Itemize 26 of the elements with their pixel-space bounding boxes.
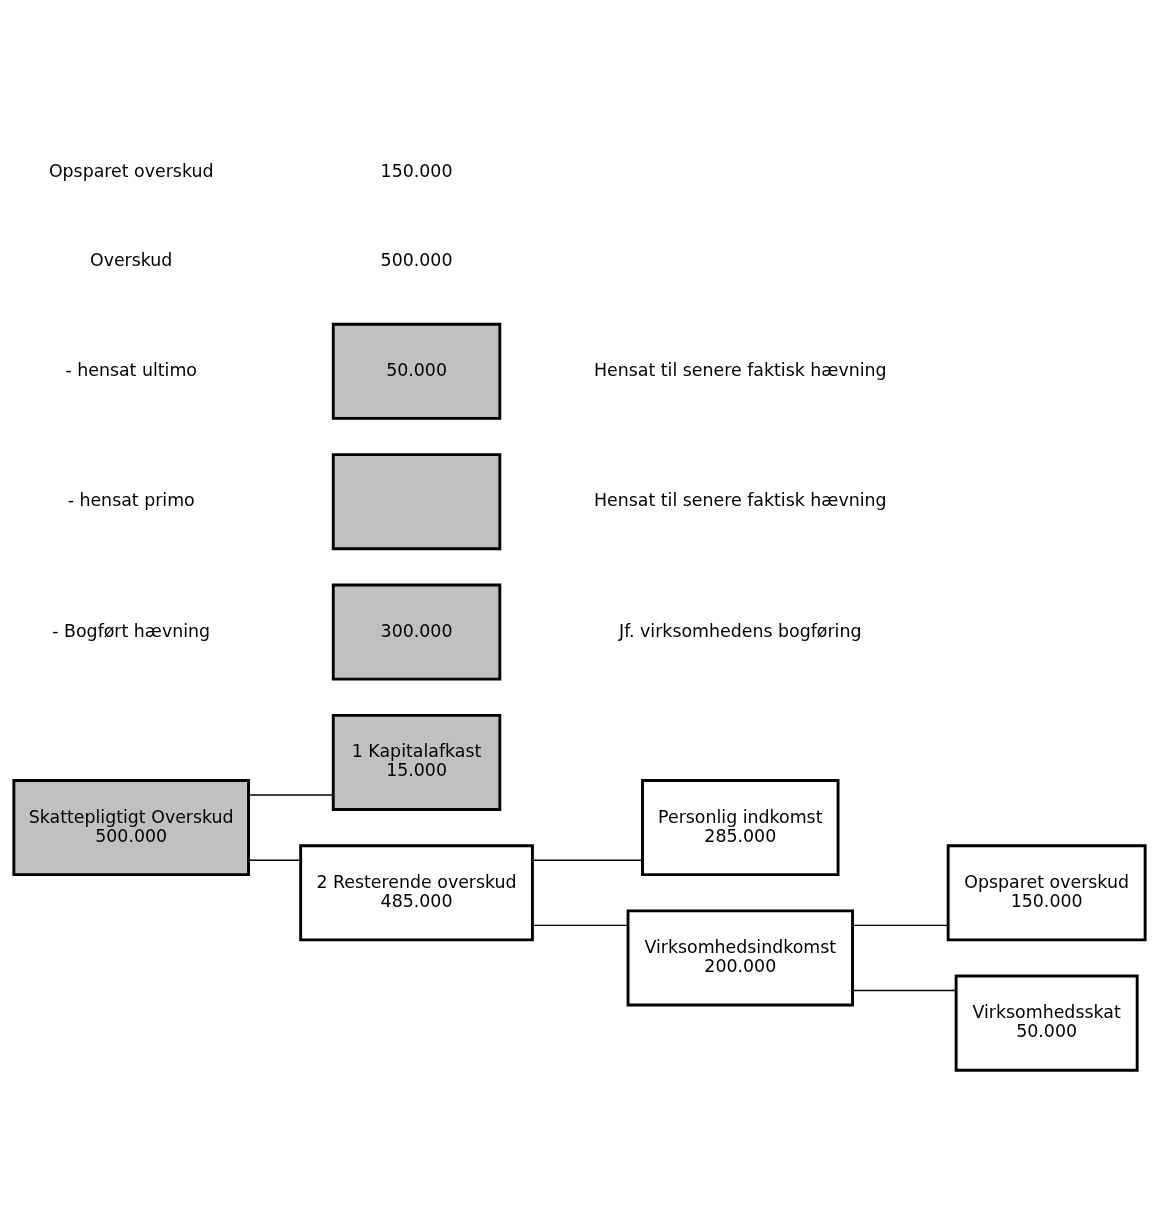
connector xyxy=(248,858,302,861)
node-box: 2 Resterende overskud 485.000 xyxy=(299,843,534,941)
connector xyxy=(248,793,334,796)
label: 500.000 xyxy=(380,249,453,270)
label: - hensat primo xyxy=(67,489,195,510)
label: 150.000 xyxy=(380,160,453,181)
node-box: Opsparet overskud 150.000 xyxy=(946,843,1147,941)
node-box: Personlig indkomst 285.000 xyxy=(641,778,840,876)
label: Opsparet overskud xyxy=(48,160,214,181)
node-box: Virksomhedsskat 50.000 xyxy=(954,974,1139,1072)
label: - hensat ultimo xyxy=(65,359,197,380)
connector xyxy=(531,858,643,861)
label: Hensat til senere faktisk hævning xyxy=(594,489,887,510)
connector xyxy=(851,989,957,991)
label: Overskud xyxy=(89,249,173,270)
node-box: Skattepligtigt Overskud 500.000 xyxy=(12,778,250,876)
node-box: 300.000 xyxy=(331,583,502,681)
node-box: 1 Kapitalafkast 15.000 xyxy=(331,713,502,811)
node-box: 50.000 xyxy=(331,322,502,420)
label: - Bogført hævning xyxy=(52,620,211,641)
node-box: Virksomhedsindkomst 200.000 xyxy=(626,908,854,1006)
connector xyxy=(531,924,629,926)
connector xyxy=(851,924,949,926)
label: Jf. virksomhedens bogføring xyxy=(619,620,862,641)
node-box xyxy=(331,452,502,550)
label: Hensat til senere faktisk hævning xyxy=(594,359,887,380)
